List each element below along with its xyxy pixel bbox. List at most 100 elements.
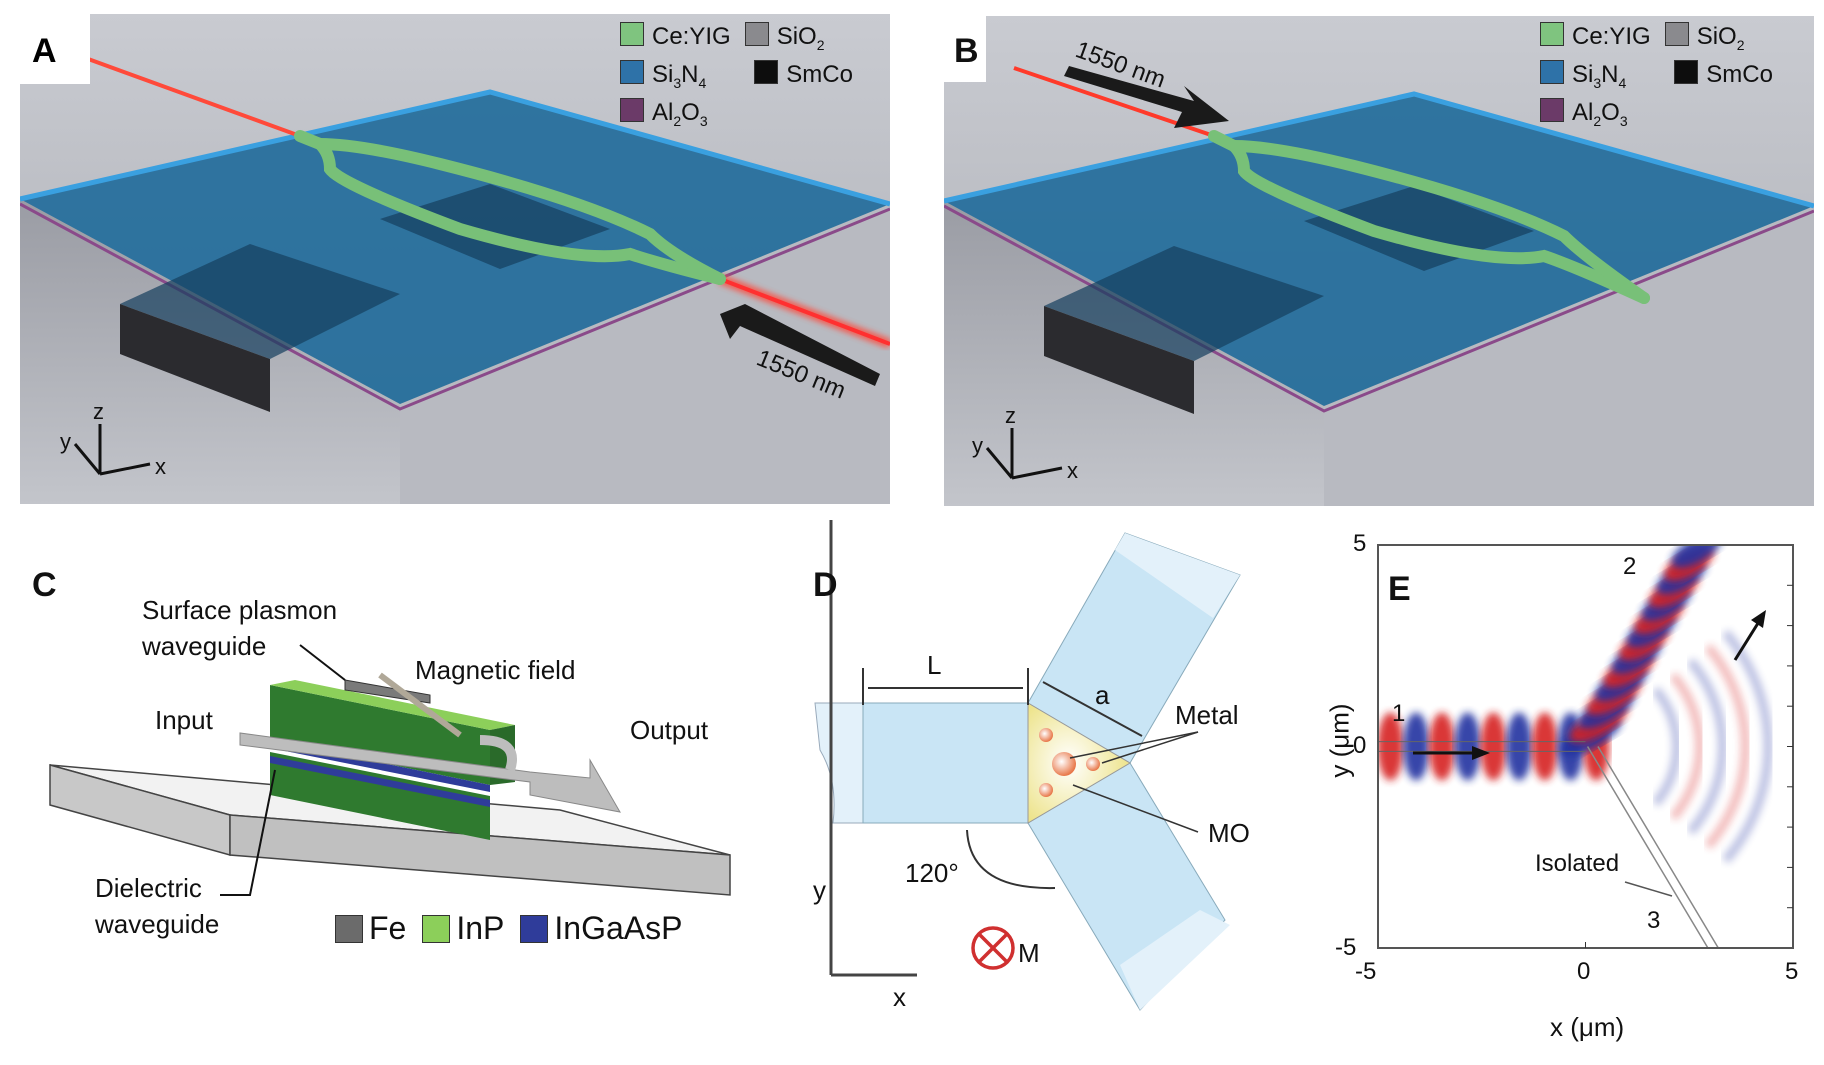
legend-sio2: SiO2 — [776, 23, 825, 53]
label-metal: Metal — [1175, 700, 1239, 730]
legend-ce-yig: Ce:YIG — [1572, 23, 1651, 50]
panel-b-render: 1550 nm z y x — [943, 16, 1815, 506]
isolated-pointer — [1624, 881, 1673, 897]
panel-label-box — [20, 14, 90, 84]
radiated-arc — [1687, 658, 1727, 835]
magnetic-field-arrow — [378, 672, 462, 738]
metal-particle — [1039, 783, 1053, 797]
label-input: Input — [155, 705, 213, 735]
legend-si3n4: Si3N4 — [652, 60, 707, 91]
legend-al2o3: Al2O3 — [652, 98, 708, 129]
panel-b: 1550 nm z y x B Ce:YIG SiO2 Si3N4 SmCo A… — [943, 16, 1815, 506]
label-axis-y: y — [813, 875, 826, 905]
axes-triad — [73, 424, 151, 476]
label-output: Output — [630, 715, 709, 745]
port1-lobe — [1506, 712, 1533, 781]
port-label-3: 3 — [1647, 907, 1661, 934]
axis-z-label: z — [93, 399, 104, 424]
xtick-neg5: -5 — [1355, 958, 1377, 985]
port2-lobe — [1671, 545, 1722, 568]
legend-b: Ce:YIG SiO2 Si3N4 SmCo Al2O3 — [1540, 22, 1773, 135]
output-direction-arrow — [1733, 619, 1762, 661]
port-label-1: 1 — [1392, 700, 1406, 727]
legend-inp: InP — [456, 910, 505, 946]
axis-y-label: y — [60, 429, 71, 454]
field-pattern — [1378, 545, 1773, 948]
port3-waveguide-edge — [1597, 746, 1719, 948]
mzi-lower-arm — [1208, 130, 1650, 304]
panel-d: D L a Metal MO 120° M y x — [780, 520, 1300, 1040]
port1-lobe — [1454, 712, 1481, 781]
xtick-0: 0 — [1577, 958, 1591, 985]
label-axis-x: x — [893, 982, 906, 1012]
panel-label-box — [944, 16, 986, 82]
legend-smco: SmCo — [1706, 60, 1773, 88]
al2o3-edge — [19, 202, 891, 411]
smco-magnet-1 — [1044, 246, 1324, 361]
panel-c-render — [49, 644, 731, 896]
panel-label-b: B — [954, 32, 979, 70]
m-field-into-page-icon — [971, 926, 1015, 970]
input-beam — [79, 54, 301, 138]
angle-arc — [966, 829, 1056, 890]
legend-a: Ce:YIG SiO2 Si3N4 SmCo Al2O3 — [620, 22, 853, 135]
mzi-lower-arm — [294, 130, 726, 285]
metal-pointer — [1069, 731, 1199, 759]
radiated-arc — [1651, 686, 1682, 807]
panel-label-c: C — [32, 566, 57, 604]
x-axis-label: x (μm) — [1550, 1012, 1625, 1042]
left-waveguide-end — [814, 702, 864, 824]
metal-particle — [1039, 728, 1053, 742]
panel-label-d: D — [813, 566, 838, 604]
label-l: L — [927, 650, 942, 680]
ytick-5: 5 — [1353, 530, 1367, 557]
ticks — [1585, 584, 1793, 948]
legend-c: Fe InP InGaAsP — [335, 910, 682, 947]
label-angle: 120° — [905, 858, 959, 888]
port3-waveguide-edge — [1586, 746, 1709, 948]
legend-ingaasp: InGaAsP — [554, 910, 683, 946]
metal-particle — [1086, 757, 1100, 771]
substrate-right-side — [400, 204, 890, 504]
smco-magnet-1-side — [120, 304, 270, 412]
mzi-upper-arm — [314, 138, 726, 285]
inp-top — [270, 680, 515, 730]
radiated-arc — [1704, 643, 1750, 850]
label-m: M — [1018, 938, 1040, 968]
smco-magnet-1 — [120, 244, 400, 359]
legend-smco: SmCo — [786, 60, 853, 88]
plasmon-pointer — [299, 644, 346, 681]
output-beam — [719, 277, 891, 346]
legend-fe: Fe — [369, 910, 407, 946]
dielectric-pointer — [220, 769, 276, 896]
radiated-arc — [1721, 629, 1773, 864]
panel-a-render: 1550 nm z y x — [19, 14, 892, 504]
si3n4-edge — [19, 89, 891, 207]
legend-inp-swatch — [422, 914, 451, 943]
backward-arrow — [479, 735, 517, 772]
panel-label-e: E — [1388, 570, 1411, 608]
ytick-neg5: -5 — [1335, 934, 1357, 961]
port1-lobe — [1428, 712, 1455, 781]
radiated-arc — [1669, 672, 1705, 821]
panel-label-a: A — [32, 32, 57, 70]
legend-ingaasp-swatch — [520, 914, 549, 943]
label-isolated: Isolated — [1535, 850, 1620, 877]
ytick-0: 0 — [1353, 732, 1367, 759]
port1-lobe — [1403, 712, 1430, 781]
arrow-1550 — [1064, 66, 1229, 128]
arrow-1550 — [720, 304, 880, 386]
legend-sio2: SiO2 — [1696, 23, 1745, 53]
port1-lobe — [1480, 712, 1507, 781]
label-mo: MO — [1208, 818, 1250, 848]
left-waveguide — [862, 702, 1029, 824]
mo-triangle — [1027, 702, 1131, 824]
legend-ce-yig: Ce:YIG — [652, 23, 731, 50]
panel-d-render — [814, 520, 1241, 1011]
axis-x-label: x — [155, 454, 166, 479]
substrate-front — [229, 814, 731, 896]
axis-y-label: y — [972, 433, 983, 458]
